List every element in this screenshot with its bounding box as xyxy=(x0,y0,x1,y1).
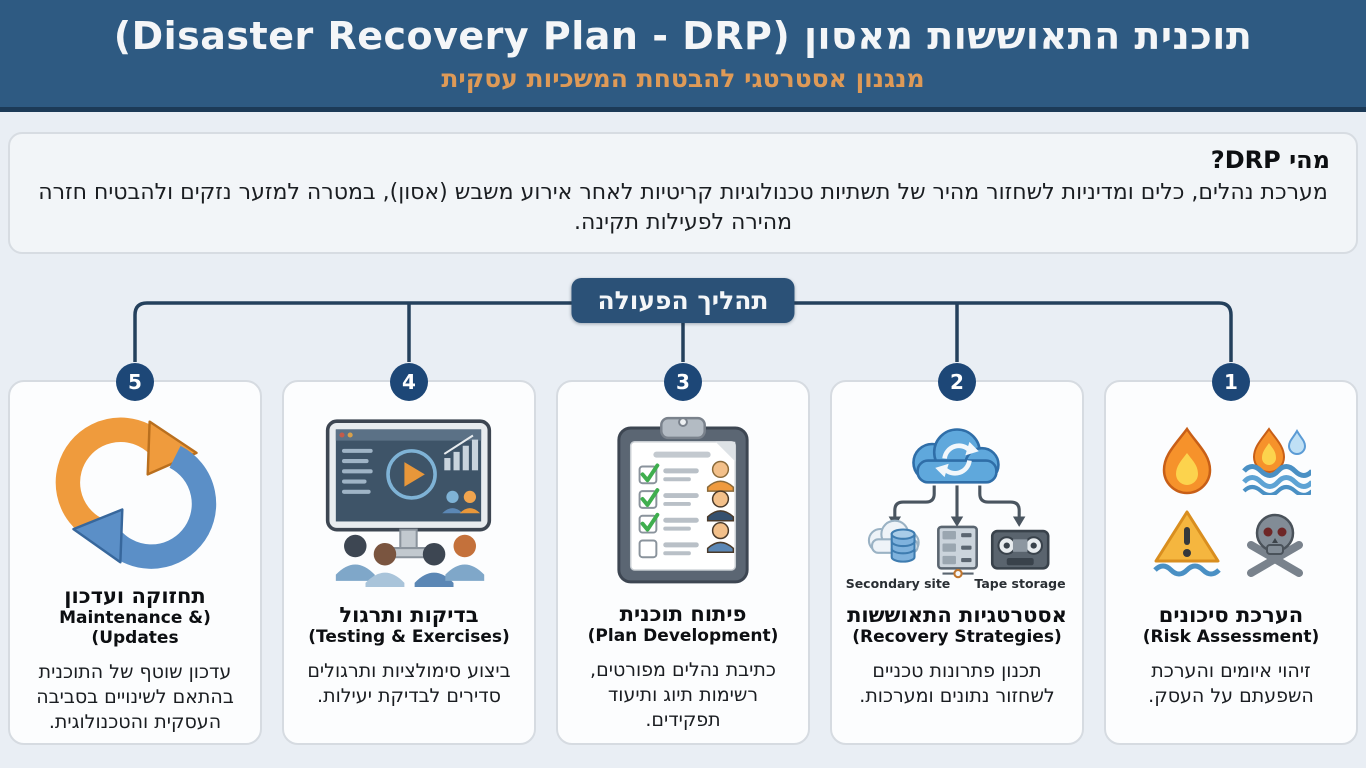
step-card-plan-development: 3 xyxy=(556,363,810,745)
step-description: ביצוע סימולציות ותרגולים סדירים לבדיקת י… xyxy=(307,660,511,708)
step-description: כתיבת נהלים מפורטים, רשימות תיוג ותיעוד … xyxy=(590,658,776,731)
step-subtitle-en: (Recovery Strategies) xyxy=(852,627,1062,647)
about-box: מהי DRP? מערכת נהלים, כלים ומדיניות לשחז… xyxy=(8,132,1358,254)
step-description: זיהוי איומים והערכת השפעתם על העסק. xyxy=(1148,660,1314,708)
flood-fire-icon xyxy=(1242,426,1311,495)
clipboard-checklist-icon xyxy=(566,408,800,592)
step-title: תחזוקה ועדכון xyxy=(64,584,206,608)
secondary-site-label: Secondary site xyxy=(845,576,951,591)
step-number-badge: 4 xyxy=(390,363,428,401)
step-number-badge: 3 xyxy=(664,363,702,401)
step-title: אסטרטגיות התאוששות xyxy=(847,603,1067,627)
process-flow: תהליך הפעולה 1 xyxy=(0,254,1366,763)
page-subtitle: מנגנון אסטרטגי להבטחת המשכיות עסקית xyxy=(441,64,925,93)
risk-hazards-icons xyxy=(1114,408,1348,593)
step-description: עדכון שוטף של התוכנית בהתאם לשינויים בסב… xyxy=(36,661,234,734)
process-label: תהליך הפעולה xyxy=(571,278,795,323)
step-card-maintenance-updates: 5 תחזוקה ועדכון (Maintenance & Updates) … xyxy=(8,363,262,745)
step-subtitle-en: (Testing & Exercises) xyxy=(308,627,510,647)
skull-crossbones-icon xyxy=(1247,513,1303,577)
step-number-badge: 2 xyxy=(938,363,976,401)
step-number-badge: 1 xyxy=(1212,363,1250,401)
page-title: תוכנית התאוששות מאסון (Disaster Recovery… xyxy=(113,14,1253,58)
step-title: הערכת סיכונים xyxy=(1158,603,1304,627)
step-subtitle-en: (Maintenance & Updates) xyxy=(59,608,211,648)
refresh-cycle-icon xyxy=(18,408,252,574)
header: תוכנית התאוששות מאסון (Disaster Recovery… xyxy=(0,0,1366,112)
cloud-sync-icon xyxy=(867,427,1050,578)
step-card-testing-exercises: 4 xyxy=(282,363,536,745)
steps-row: 1 xyxy=(0,363,1366,745)
step-card-risk-assessment: 1 xyxy=(1104,363,1358,745)
step-subtitle-en: (Plan Development) xyxy=(587,625,779,646)
step-title: בדיקות ותרגול xyxy=(339,603,479,627)
cloud-backup-diagram: Secondary site Tape storage xyxy=(843,408,1071,593)
step-subtitle-en: (Risk Assessment) xyxy=(1142,627,1320,647)
about-heading: מהי DRP? xyxy=(1210,146,1330,174)
step-title: פיתוח תוכנית xyxy=(619,601,747,626)
step-number-badge: 5 xyxy=(116,363,154,401)
about-body: מערכת נהלים, כלים ומדיניות לשחזור מהיר ש… xyxy=(38,180,1328,236)
step-description: תכנון פתרונות טכניים לשחזור נתונים ומערכ… xyxy=(859,660,1055,708)
training-screen-icon xyxy=(292,408,526,593)
step-card-recovery-strategies: 2 xyxy=(830,363,1084,745)
tape-storage-label: Tape storage xyxy=(974,576,1066,591)
warning-icon xyxy=(1153,510,1221,576)
fire-icon xyxy=(1162,426,1212,494)
